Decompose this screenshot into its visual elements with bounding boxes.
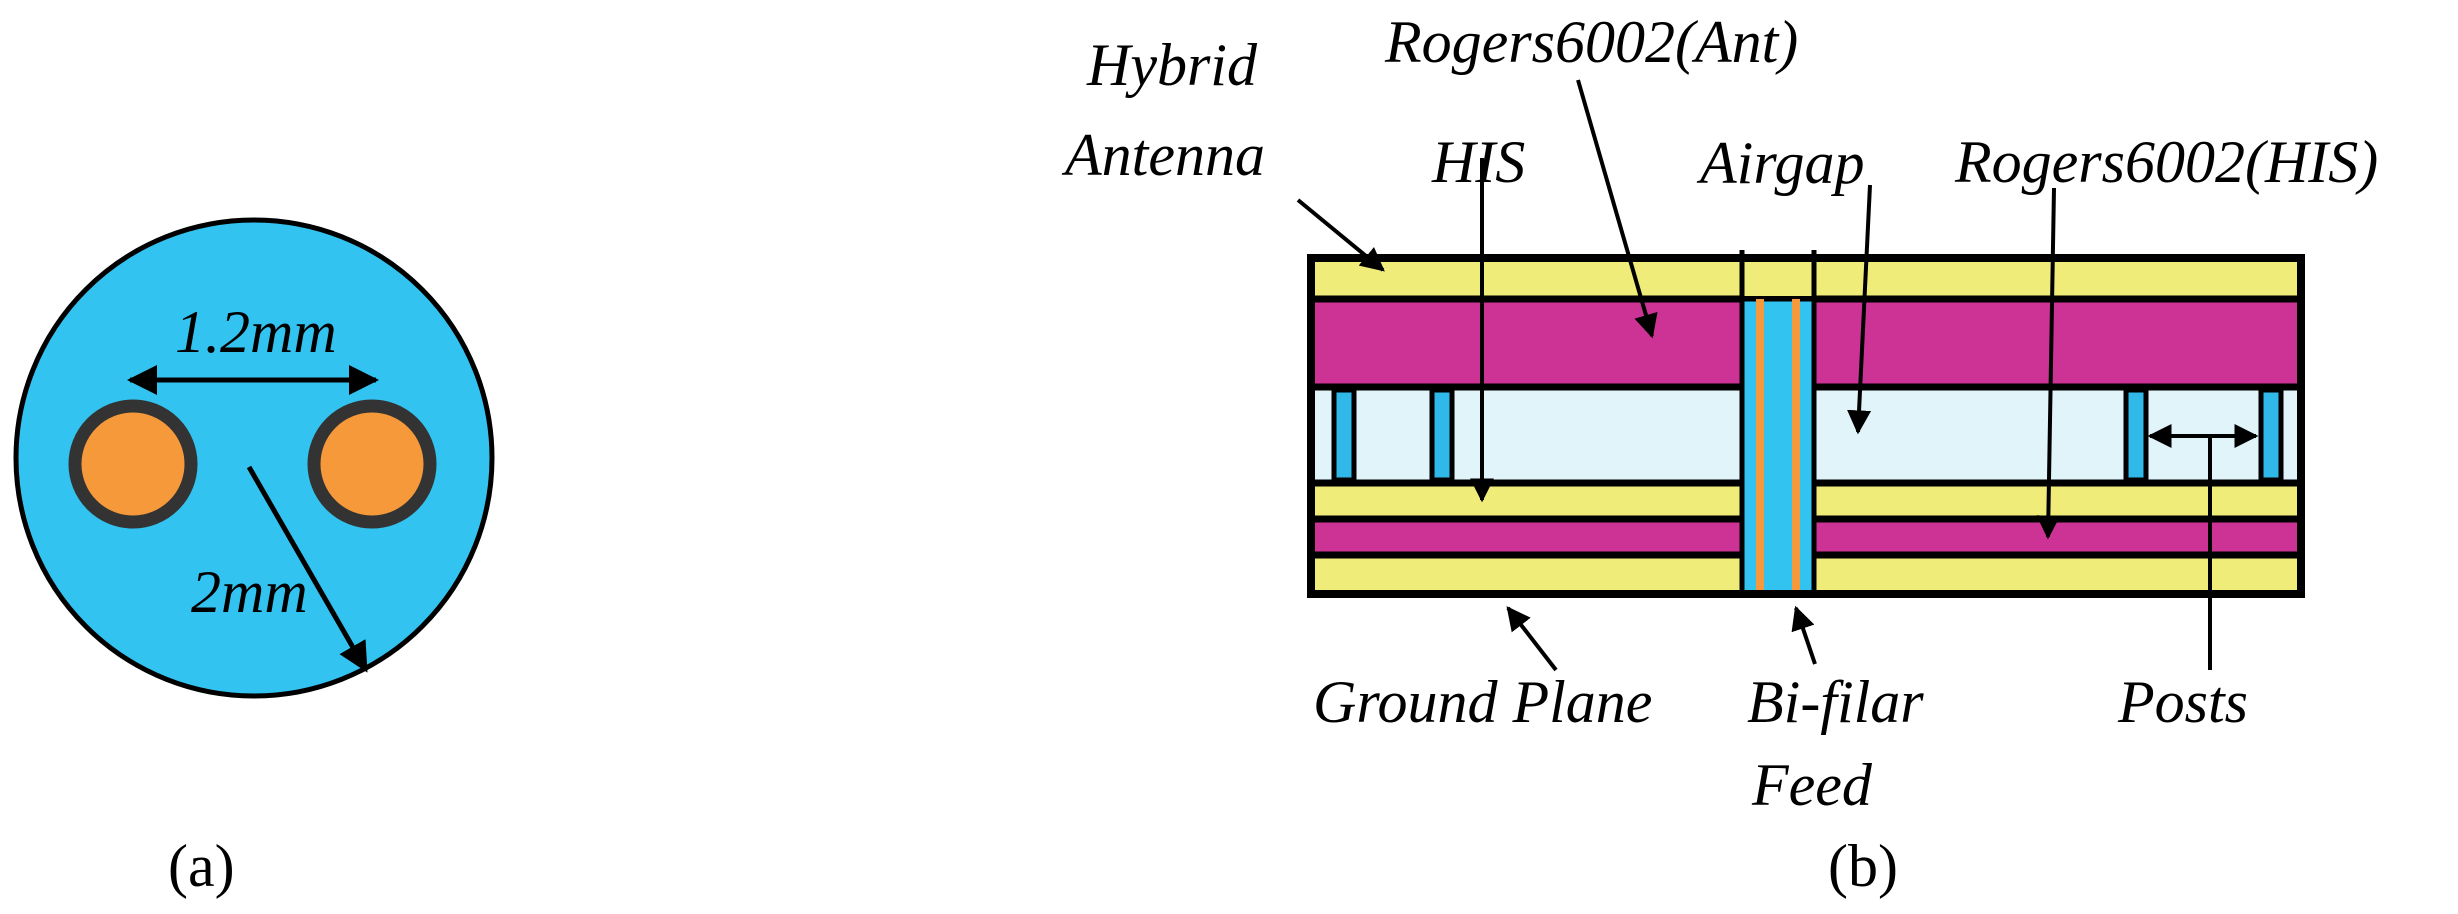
radius-dimension-arrow	[246, 465, 369, 673]
caption-b: (b)	[1828, 833, 1898, 899]
his-label: HIS	[1431, 129, 1525, 195]
airgap-arrow	[1847, 184, 1872, 435]
right-conductor	[307, 399, 437, 529]
hybrid-antenna-label-line1: Hybrid	[1086, 32, 1258, 98]
posts-label: Posts	[2117, 669, 2248, 735]
post	[1429, 387, 1455, 483]
post	[2123, 387, 2149, 483]
bifilar-label-line2: Feed	[1751, 752, 1873, 818]
rogers-ant-label: Rogers6002(Ant)	[1384, 9, 1798, 75]
panel-a: 1.2mm 2mm (a)	[13, 217, 495, 899]
hybrid-antenna-arrow	[1296, 198, 1385, 272]
airgap-label: Airgap	[1696, 130, 1864, 196]
stack-outline	[1307, 254, 2305, 598]
left-conductor	[68, 399, 198, 529]
bifilar-label-line1: Bi-filar	[1747, 669, 1924, 735]
coax-dielectric-disk	[13, 217, 495, 699]
post	[1331, 387, 1357, 483]
post	[2258, 387, 2284, 483]
spacing-label: 1.2mm	[175, 299, 337, 365]
panel-b: Hybrid Antenna Rogers6002(Ant) HIS Airga…	[1061, 9, 2378, 899]
bifilar-arrow	[1791, 605, 1817, 665]
ground-plane-label: Ground Plane	[1313, 669, 1652, 735]
rogers-his-arrow	[2036, 187, 2061, 540]
rogers-ant-arrow	[1576, 79, 1658, 339]
hybrid-antenna-label-line2: Antenna	[1061, 122, 1265, 188]
caption-a: (a)	[168, 833, 235, 899]
ground-plane-arrow	[1506, 606, 1558, 672]
rogers-his-label: Rogers6002(HIS)	[1954, 129, 2378, 195]
bifilar-feed	[1739, 250, 1817, 597]
radius-label: 2mm	[191, 559, 308, 625]
